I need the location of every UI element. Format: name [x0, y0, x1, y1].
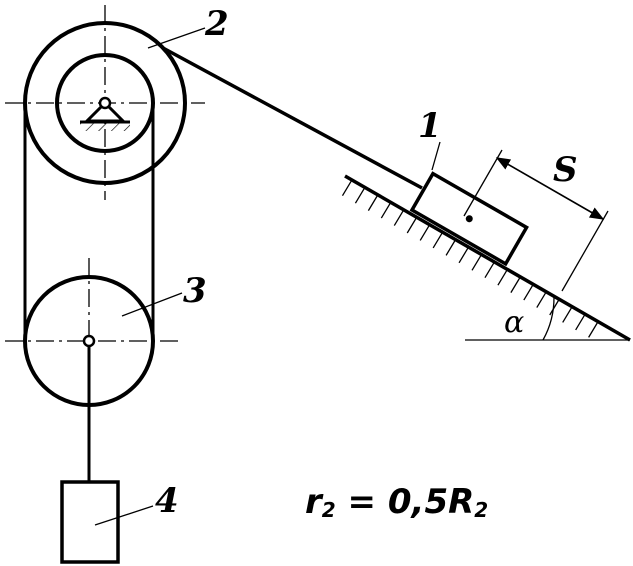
formula-r: r [305, 482, 324, 522]
pulley-3-axle [82, 334, 96, 348]
cable [162, 46, 423, 190]
incline [341, 174, 631, 342]
formula-radius-ratio: r2 = 0,5R2 [305, 482, 488, 522]
hatch-mark [497, 269, 508, 286]
hatch-mark [536, 292, 547, 308]
incline-hatching [341, 180, 599, 338]
extension-line-1 [463, 149, 503, 217]
leader-2 [147, 27, 206, 49]
incline-surface [344, 174, 631, 342]
label-angle-alpha: α [504, 305, 524, 340]
hatch-mark [341, 180, 353, 197]
hatch-mark [549, 299, 560, 316]
fixed-support [80, 96, 130, 131]
formula-r-subscript: 2 [322, 498, 336, 522]
hatch-mark [484, 262, 495, 279]
hatch-mark [588, 322, 599, 338]
label-block-1: 1 [418, 106, 442, 146]
displacement-arrow [495, 157, 605, 220]
leader-1 [431, 141, 441, 171]
hatch-mark [575, 314, 586, 331]
hatch-mark [458, 247, 469, 264]
hatch-mark [419, 225, 430, 241]
hatch-mark [562, 307, 573, 323]
label-displacement-s: S [553, 150, 578, 190]
angle-arc [542, 296, 555, 341]
extension-line-2 [561, 210, 609, 292]
hatch-mark [380, 202, 391, 219]
hatch-mark [354, 187, 365, 204]
weight-4 [60, 480, 120, 564]
displacement-dimension [463, 149, 609, 292]
hatch-mark [510, 277, 521, 293]
pivot-pin [98, 96, 112, 110]
block-1 [409, 171, 529, 267]
hatch-mark [471, 254, 482, 271]
leader-3 [121, 292, 183, 317]
hatch-mark [432, 232, 443, 249]
block-1-center-dot [465, 215, 473, 223]
label-weight-4: 4 [155, 481, 179, 521]
formula-op: = 0,5R [336, 482, 475, 522]
hatch-mark [445, 240, 456, 256]
hatch-mark [393, 210, 404, 226]
hatch-mark [367, 195, 378, 211]
leader-4 [94, 505, 154, 526]
hatch-mark [406, 217, 417, 234]
label-pulley-3: 3 [183, 271, 207, 311]
pulley-3 [5, 258, 178, 482]
label-pulley-2: 2 [204, 4, 229, 44]
hatch-mark [523, 284, 534, 301]
support-ground-hatch [80, 123, 130, 131]
formula-R-subscript: 2 [474, 498, 488, 522]
